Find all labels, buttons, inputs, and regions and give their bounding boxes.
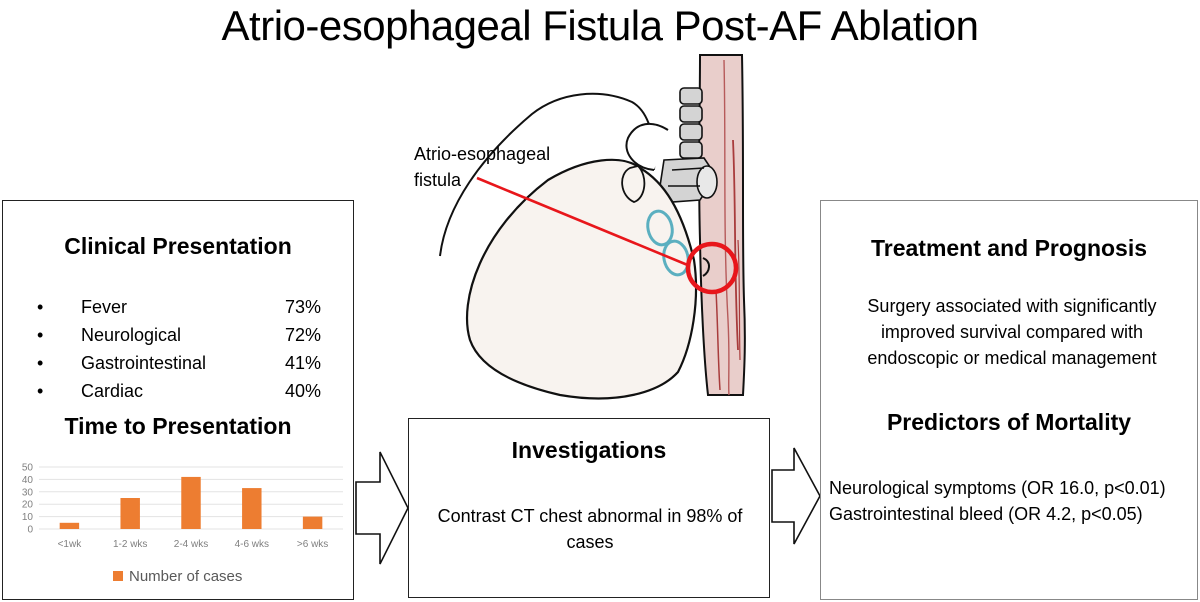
page-title: Atrio-esophageal Fistula Post-AF Ablatio… xyxy=(221,2,979,49)
clinical-presentation-list: • Fever 73% • Neurological 72% • Gastroi… xyxy=(31,293,321,405)
x-tick-label: 4-6 wks xyxy=(235,539,269,550)
bullet-icon: • xyxy=(37,381,44,401)
fistula-label: fistula xyxy=(414,170,462,190)
treatment-text: Surgery associated with significantly im… xyxy=(867,296,1157,368)
symptom-percentage: 73% xyxy=(284,297,321,317)
heart xyxy=(466,158,698,400)
symptom-label: Cardiac xyxy=(81,381,144,401)
esophagus-stripe xyxy=(715,289,721,391)
investigations-text: Contrast CT chest abnormal in 98% of cas… xyxy=(437,506,743,552)
chart-bar xyxy=(59,522,80,529)
chart-bar xyxy=(181,476,201,529)
vessel-outline xyxy=(625,122,669,171)
arrow-to-treatment xyxy=(771,447,821,545)
clinical-presentation-heading: Clinical Presentation xyxy=(64,233,292,259)
predictors-list: Neurological symptoms (OR 16.0, p<0.01) … xyxy=(829,475,1199,527)
y-tick-label: 10 xyxy=(22,512,34,523)
x-tick-label: 2-4 wks xyxy=(174,539,208,550)
esophagus-stripe xyxy=(723,59,730,396)
investigations-heading: Investigations xyxy=(511,437,667,463)
x-tick-label: <1wk xyxy=(58,539,83,550)
left-atrial-appendage xyxy=(621,165,646,203)
y-tick-label: 30 xyxy=(22,487,34,498)
fistula-label: Atrio-esophageal xyxy=(414,144,550,164)
symptom-label: Gastrointestinal xyxy=(81,353,207,373)
treatment-prognosis-heading: Treatment and Prognosis xyxy=(870,235,1148,261)
list-item: • Fever 73% xyxy=(31,293,321,321)
fistula-pointer-line xyxy=(476,176,691,268)
trachea xyxy=(659,87,718,203)
esophagus-stripe xyxy=(732,139,739,351)
ablation-ring xyxy=(646,209,674,247)
bullet-icon: • xyxy=(37,297,44,317)
symptom-percentage: 72% xyxy=(284,325,321,345)
x-tick-label: 1-2 wks xyxy=(113,539,147,550)
investigations-panel: Investigations Contrast CT chest abnorma… xyxy=(408,418,770,598)
y-tick-label: 20 xyxy=(22,500,34,511)
y-tick-label: 50 xyxy=(22,463,34,474)
chart-bar xyxy=(120,498,140,529)
list-item: • Cardiac 40% xyxy=(31,377,321,405)
predictors-heading: Predictors of Mortality xyxy=(886,409,1132,435)
fistula-marker-circle xyxy=(685,241,739,295)
ablation-ring xyxy=(662,239,690,277)
treatment-prognosis-panel: Treatment and Prognosis Surgery associat… xyxy=(820,200,1198,600)
clinical-presentation-panel: Clinical Presentation • Fever 73% • Neur… xyxy=(2,200,354,600)
legend-label: Number of cases xyxy=(129,568,242,585)
x-tick-label: >6 wks xyxy=(297,539,328,550)
symptom-percentage: 40% xyxy=(284,381,321,401)
chart-bar xyxy=(302,516,323,529)
esophagus-stripe xyxy=(737,239,741,361)
aorta-outline xyxy=(439,92,656,257)
legend-swatch xyxy=(113,571,123,581)
chart-bar xyxy=(242,488,262,529)
list-item: • Gastrointestinal 41% xyxy=(31,349,321,377)
symptom-label: Fever xyxy=(81,297,128,317)
symptom-label: Neurological xyxy=(81,325,182,345)
fistula-tract xyxy=(702,257,710,277)
symptom-percentage: 41% xyxy=(284,353,321,373)
time-to-presentation-heading: Time to Presentation xyxy=(64,413,292,439)
bullet-icon: • xyxy=(37,353,44,373)
y-tick-label: 40 xyxy=(22,475,34,486)
list-item: Neurological symptoms (OR 16.0, p<0.01) xyxy=(829,478,1166,498)
bullet-icon: • xyxy=(37,325,44,345)
y-tick-label: 0 xyxy=(27,525,33,536)
list-item: • Neurological 72% xyxy=(31,321,321,349)
arrow-to-investigations xyxy=(355,451,409,565)
list-item: Gastrointestinal bleed (OR 4.2, p<0.05) xyxy=(829,504,1143,524)
